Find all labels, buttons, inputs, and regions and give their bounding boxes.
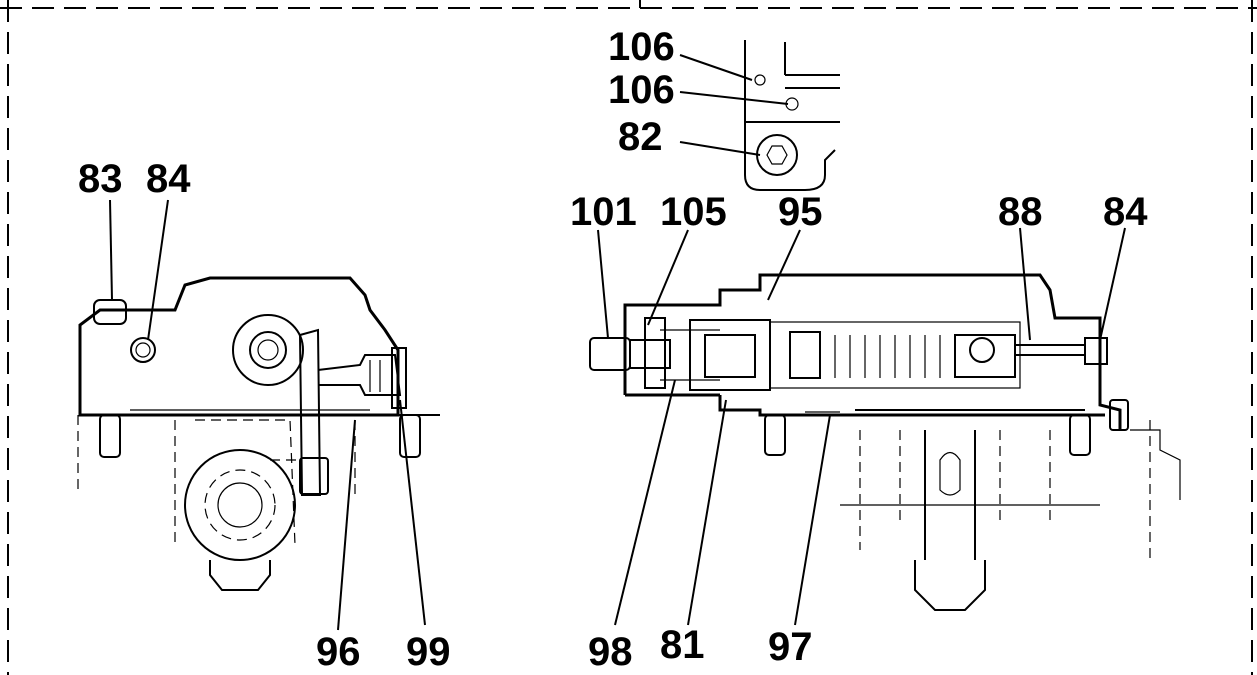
callout-82: 82 — [618, 115, 663, 159]
callout-97: 97 — [768, 625, 813, 669]
callout-98: 98 — [588, 630, 633, 674]
right-view-drawing — [589, 273, 1181, 611]
leader-lines — [109, 54, 1126, 631]
callout-labels: 106 106 82 83 84 101 105 95 88 84 96 99 … — [78, 25, 1148, 674]
callout-88: 88 — [998, 190, 1043, 234]
top-detail-drawing — [744, 40, 840, 191]
callout-99: 99 — [406, 630, 451, 674]
callout-106-upper: 106 — [608, 25, 675, 69]
callout-81: 81 — [660, 623, 705, 667]
callout-83: 83 — [78, 157, 123, 201]
callout-95: 95 — [778, 190, 823, 234]
callout-101: 101 — [570, 190, 637, 234]
callout-96: 96 — [316, 630, 361, 674]
callout-106-lower: 106 — [608, 68, 675, 112]
callout-84-right: 84 — [1103, 190, 1148, 234]
left-view-drawing — [77, 276, 440, 591]
callout-105: 105 — [660, 190, 727, 234]
callout-84-left: 84 — [146, 157, 191, 201]
